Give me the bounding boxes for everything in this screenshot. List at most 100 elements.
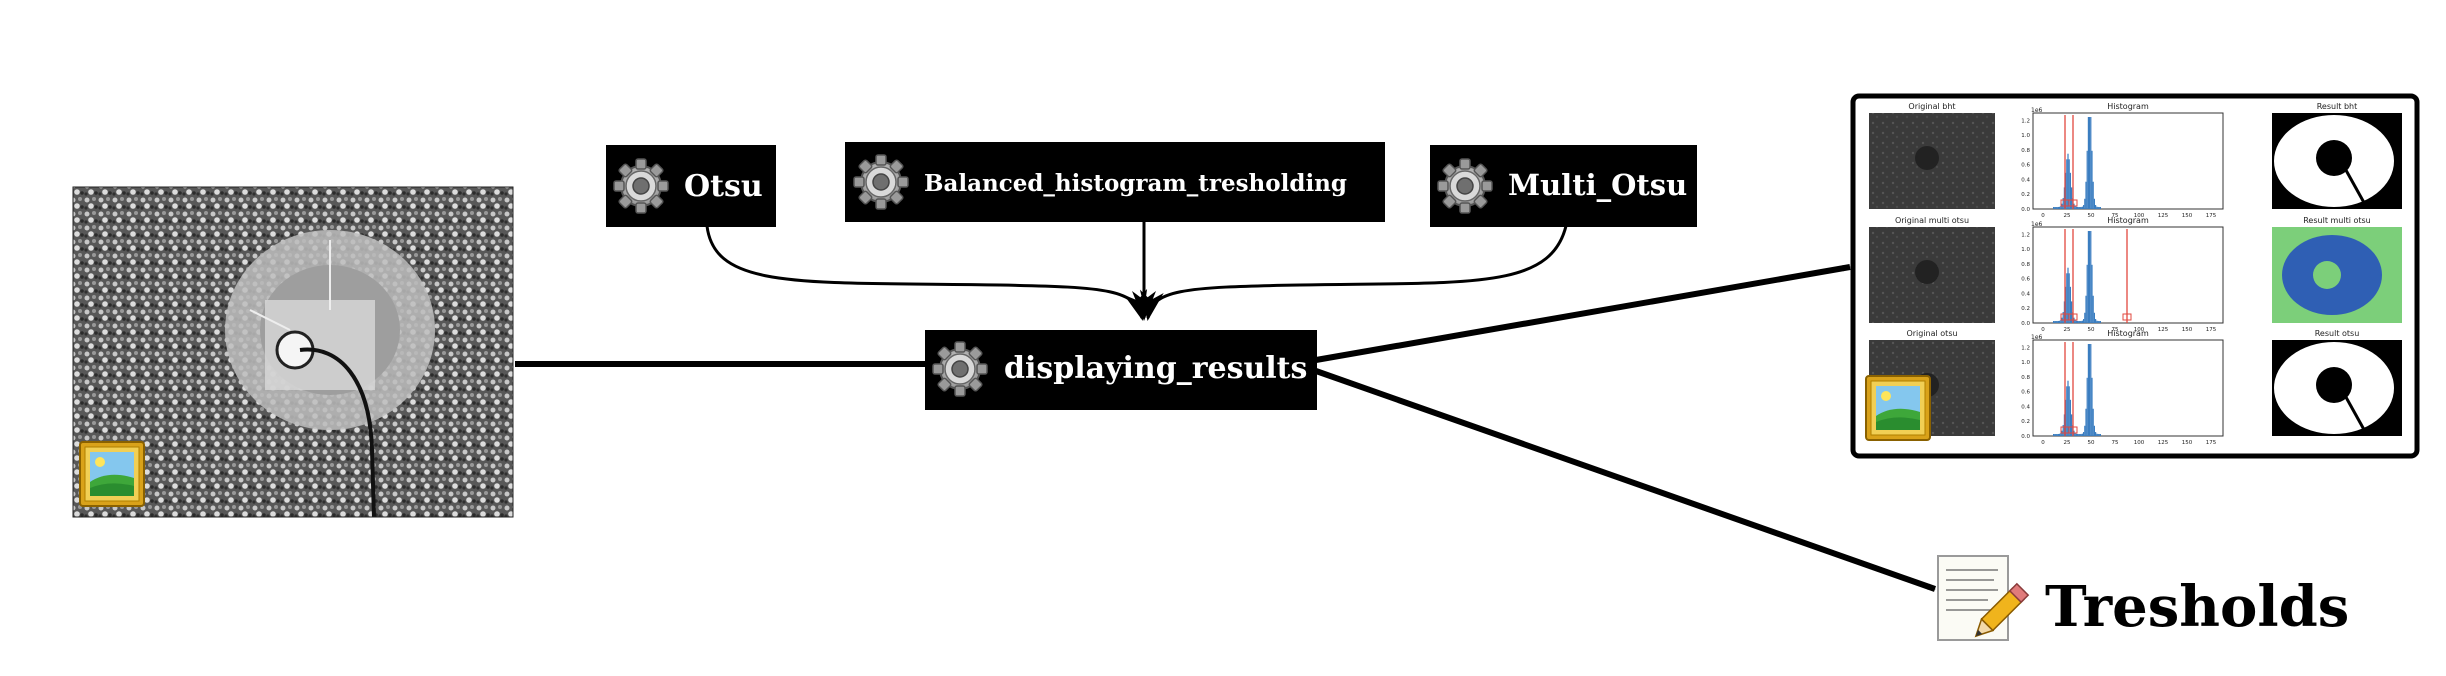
histogram-y-tick: 0.8 (2021, 262, 2030, 268)
histogram-bar (2057, 206, 2059, 209)
histogram-y-tick: 0.8 (2021, 375, 2030, 381)
panel-title: Original bht (1908, 102, 1955, 111)
edge-display-to-panel (1315, 264, 1851, 363)
node-displaying-label: displaying_results (1004, 351, 1307, 386)
histogram-bar (2054, 433, 2056, 436)
histogram-bar (2059, 206, 2061, 209)
histogram-bar (2097, 206, 2099, 209)
histogram-bar (2069, 172, 2071, 209)
histogram-bar (2077, 206, 2079, 209)
original-center (1915, 146, 1939, 170)
histogram-bar (2057, 433, 2059, 436)
node-displaying-results[interactable]: displaying_results (925, 330, 1317, 410)
histogram-bar (2060, 206, 2062, 209)
histogram-bar (2096, 433, 2098, 436)
tresholds-label: Tresholds (2045, 574, 2349, 640)
histogram-bar (2067, 153, 2069, 209)
histogram-bar (2092, 181, 2094, 209)
node-balanced-histogram[interactable]: Balanced_histogram_tresholding (845, 142, 1385, 222)
histogram-bar (2091, 377, 2093, 436)
histogram-bar (2093, 198, 2095, 209)
histogram-x-tick: 75 (2112, 213, 2119, 219)
result-cable (2340, 162, 2369, 209)
histogram-bar (2089, 231, 2091, 323)
histogram-x-tick: 25 (2064, 327, 2071, 333)
histogram-bar (2056, 206, 2058, 209)
histogram-bar (2078, 433, 2080, 436)
histogram-y-tick: 1.2 (2021, 118, 2030, 124)
histogram-bar (2060, 433, 2062, 436)
histogram-x-tick: 125 (2158, 213, 2169, 219)
histogram-x-tick: 175 (2206, 213, 2217, 219)
histogram-frame (2032, 112, 2224, 210)
histogram-x-tick: 75 (2112, 327, 2119, 333)
histogram-y-tick: 0.4 (2021, 291, 2030, 297)
histogram-y-tick: 0.6 (2021, 277, 2030, 283)
framed-picture-icon (79, 441, 145, 507)
histogram-y-tick: 1.0 (2021, 133, 2030, 139)
histogram-x-tick: 150 (2182, 327, 2193, 333)
gear-icon (613, 158, 669, 214)
framed-picture-icon (1865, 375, 1931, 441)
histogram-y-tick: 0.0 (2021, 207, 2030, 213)
histogram-x-tick: 25 (2064, 213, 2071, 219)
histogram-bar (2060, 320, 2062, 323)
histogram-bar (2062, 424, 2064, 436)
node-multi-otsu[interactable]: Multi_Otsu (1430, 145, 1697, 227)
histogram-frame (2032, 339, 2224, 437)
histogram-x-tick: 150 (2182, 440, 2193, 446)
panel-title: Original otsu (1906, 329, 1957, 338)
edge-multi-to-display (1139, 225, 1568, 321)
panel-title: Histogram (2107, 102, 2149, 111)
edge-otsu-to-display (705, 225, 1148, 321)
histogram-y-tick: 0.4 (2021, 404, 2030, 410)
histogram-scale: 1e6 (2031, 221, 2043, 228)
histogram-bar (2081, 320, 2083, 323)
histogram-bar (2083, 205, 2085, 209)
histogram-bar (2075, 320, 2077, 323)
histogram-y-tick: 0.0 (2021, 321, 2030, 327)
threshold-marker (2068, 313, 2078, 321)
tresholds-output-node[interactable]: Tresholds (1937, 555, 2349, 642)
histogram-bar (2091, 264, 2093, 323)
histogram-bar (2098, 320, 2100, 323)
histogram-bar (2053, 207, 2055, 209)
histogram-bar (2095, 319, 2097, 323)
panel-title: Histogram (2107, 329, 2149, 338)
histogram-bar (2085, 408, 2087, 436)
histogram-y-tick: 0.0 (2021, 434, 2030, 440)
histogram-bar (2069, 399, 2071, 436)
histogram-bar (2071, 414, 2073, 436)
histogram-bar (2092, 295, 2094, 323)
histogram-y-tick: 0.4 (2021, 177, 2030, 183)
edges (515, 222, 1936, 592)
histogram-bar (2055, 320, 2057, 323)
histogram-bar (2090, 344, 2092, 436)
histogram-bar (2098, 433, 2100, 436)
input-image-node[interactable] (72, 186, 514, 518)
histogram-bar (2074, 433, 2076, 436)
gear-icon (1437, 158, 1493, 214)
histogram-bar (2091, 150, 2093, 209)
histogram-bar (2078, 320, 2080, 323)
histogram-bar (2084, 312, 2086, 323)
histogram-x-tick: 50 (2088, 440, 2095, 446)
histogram-bar (2095, 432, 2097, 436)
histogram-bar (2068, 386, 2070, 436)
histogram-x-tick: 100 (2134, 213, 2145, 219)
histogram-bar (2066, 159, 2068, 209)
histogram-x-tick: 125 (2158, 327, 2169, 333)
histogram-y-tick: 0.2 (2021, 306, 2030, 312)
histogram-bar (2062, 197, 2064, 209)
histogram-bar (2099, 320, 2101, 323)
node-otsu[interactable]: Otsu (606, 145, 776, 227)
histogram-bar (2096, 206, 2098, 209)
histogram-y-tick: 1.2 (2021, 345, 2030, 351)
histogram-bar (2099, 433, 2101, 436)
histogram-bar (2079, 320, 2081, 323)
histogram-x-tick: 175 (2206, 327, 2217, 333)
histogram-bar (2086, 377, 2088, 436)
histogram-bar (2081, 206, 2083, 209)
